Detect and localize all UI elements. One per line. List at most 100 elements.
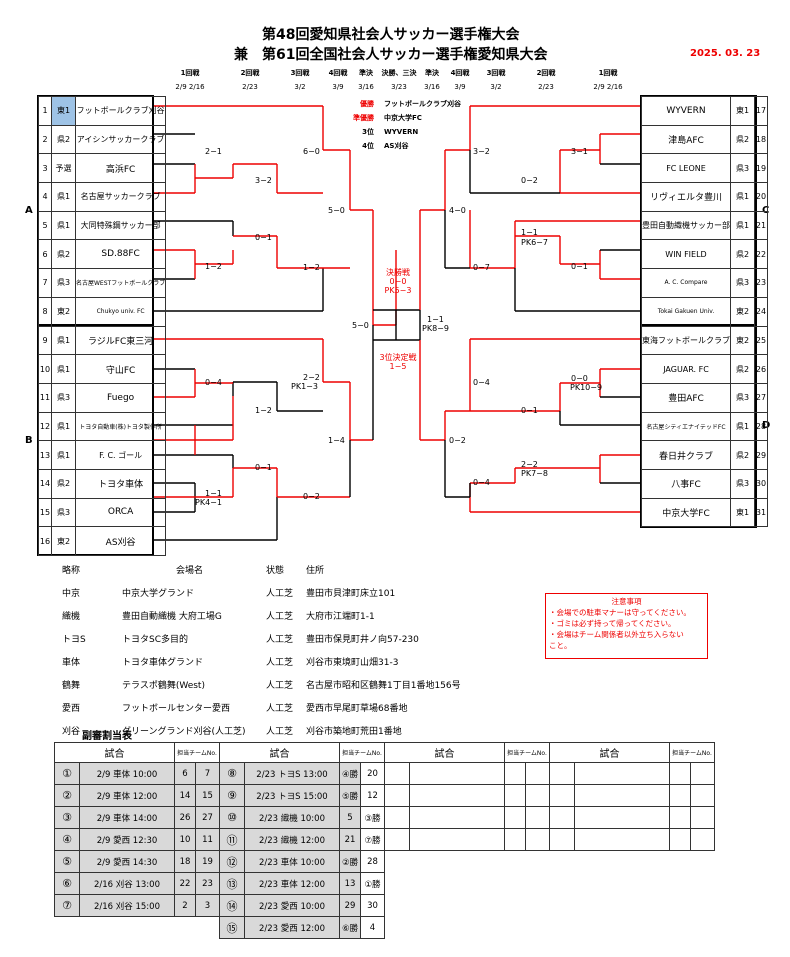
team-number: 29 bbox=[754, 440, 768, 470]
notice-box: 注意事項 ・会場での駐車マナーは守ってください。 ・ゴミは必ず持って帰ってくださ… bbox=[545, 593, 708, 659]
score: 0−1 bbox=[571, 262, 588, 271]
team-league: 県3 bbox=[51, 497, 76, 528]
venue-address: 豊田市保見町井ノ向57-230 bbox=[306, 635, 419, 645]
blank-cell bbox=[384, 806, 410, 829]
venue-address: 大府市江端町1-1 bbox=[306, 612, 375, 622]
team-b: 12 bbox=[360, 784, 385, 807]
third-label: 3位決定戦 bbox=[379, 353, 417, 362]
match-info: 2/23 車体 10:00 bbox=[244, 850, 340, 873]
final-pk: PK5−3 bbox=[384, 286, 412, 295]
score: 5−0 bbox=[328, 206, 345, 215]
round-label: 決勝、三決 bbox=[381, 69, 417, 77]
blank-cell bbox=[690, 806, 715, 829]
match-number: ⑧ bbox=[219, 762, 245, 785]
team-a: 10 bbox=[174, 828, 196, 851]
round-date: 3/16 bbox=[358, 83, 374, 91]
team-number: 11 bbox=[38, 382, 52, 413]
team-a: ④勝 bbox=[339, 762, 361, 785]
team-name: リヴィエルタ豊川 bbox=[641, 182, 731, 212]
team-a: 6 bbox=[174, 762, 196, 785]
venue-address: 名古屋市昭和区鶴舞1丁目1番地156号 bbox=[306, 681, 461, 691]
score: 2−2 bbox=[303, 373, 320, 382]
team-league: 東1 bbox=[730, 497, 755, 528]
team-league: 県1 bbox=[51, 440, 76, 470]
team-number: 5 bbox=[38, 210, 52, 241]
venue-row: 鶴舞テラスポ鶴舞(West)人工芝名古屋市昭和区鶴舞1丁目1番地156号 bbox=[62, 673, 461, 696]
round-label: 2回戦 bbox=[536, 69, 556, 77]
venue-address: 愛西市早尾町草場68番地 bbox=[306, 704, 408, 714]
team-number: 2 bbox=[38, 124, 52, 155]
team-league: 県2 bbox=[51, 468, 76, 499]
venue-abbr: 愛西 bbox=[62, 704, 81, 714]
team-name: アイシンサッカークラブ bbox=[74, 124, 167, 155]
header-match: 試合 bbox=[54, 742, 175, 763]
result-place: 3位 bbox=[362, 128, 374, 136]
team-number: 30 bbox=[754, 468, 768, 499]
match-number: ④ bbox=[54, 828, 80, 851]
match-number: ⑮ bbox=[219, 916, 245, 939]
venue-abbr: 刈谷 bbox=[62, 727, 81, 737]
score: 1−1 bbox=[427, 315, 444, 324]
team-name: A. C. Compare bbox=[641, 268, 731, 298]
team-name: Tokai Gakuen Univ. bbox=[641, 296, 731, 327]
referee-header: 試合 担当チームNo. 試合 担当チームNo. 試合 担当チームNo. 試合 担… bbox=[54, 742, 715, 763]
team-league: 県2 bbox=[51, 124, 76, 155]
match-info: 2/16 刈谷 13:00 bbox=[79, 872, 175, 895]
team-number: 10 bbox=[38, 354, 52, 384]
bracket-lines bbox=[153, 105, 640, 541]
team-league: 県1 bbox=[51, 411, 76, 442]
round-date: 3/23 bbox=[391, 83, 407, 91]
team-league: 県1 bbox=[730, 182, 755, 212]
team-league: 県1 bbox=[730, 411, 755, 442]
score: 3−2 bbox=[473, 147, 490, 156]
team-name: トヨタ自動車(株)トヨタ製作所 bbox=[74, 411, 167, 442]
team-number: 20 bbox=[754, 182, 768, 212]
round-date: 3/9 bbox=[454, 83, 466, 91]
team-a: 18 bbox=[174, 850, 196, 873]
team-b: 30 bbox=[360, 894, 385, 917]
team-number: 21 bbox=[754, 210, 768, 241]
team-league: 県1 bbox=[730, 210, 755, 241]
team-a: ⑥勝 bbox=[339, 916, 361, 939]
venue-name: フットボールセンター愛西 bbox=[122, 704, 231, 714]
team-league: 県2 bbox=[51, 239, 76, 270]
match-info: 2/9 愛西 12:30 bbox=[79, 828, 175, 851]
score-pk: PK8−9 bbox=[422, 324, 449, 333]
result-team: 中京大学FC bbox=[384, 114, 422, 122]
team-number: 26 bbox=[754, 354, 768, 384]
result-place: 4位 bbox=[362, 142, 374, 150]
final-match: 決勝戦 0−0 PK5−3 bbox=[380, 268, 416, 295]
round-label: 1回戦 bbox=[180, 69, 200, 77]
header-match: 試合 bbox=[384, 742, 505, 763]
team-name: 大同特殊鋼サッカー部 bbox=[74, 210, 167, 241]
tournament-date: 2025. 03. 23 bbox=[690, 48, 761, 59]
venue-address: 刈谷市東境町山畑31-3 bbox=[306, 658, 399, 668]
result-row: 準優勝中京大学FC bbox=[340, 113, 461, 123]
team-number: 27 bbox=[754, 382, 768, 413]
score: 3−2 bbox=[255, 176, 272, 185]
team-league: 県3 bbox=[730, 268, 755, 298]
blank-cell bbox=[690, 828, 715, 851]
team-name: 名古屋サッカークラブ bbox=[74, 182, 167, 212]
team-name: JAGUAR. FC bbox=[641, 354, 731, 384]
score: 1−2 bbox=[255, 406, 272, 415]
blank-cell bbox=[574, 762, 670, 785]
team-a: 14 bbox=[174, 784, 196, 807]
score: 0−4 bbox=[473, 478, 490, 487]
